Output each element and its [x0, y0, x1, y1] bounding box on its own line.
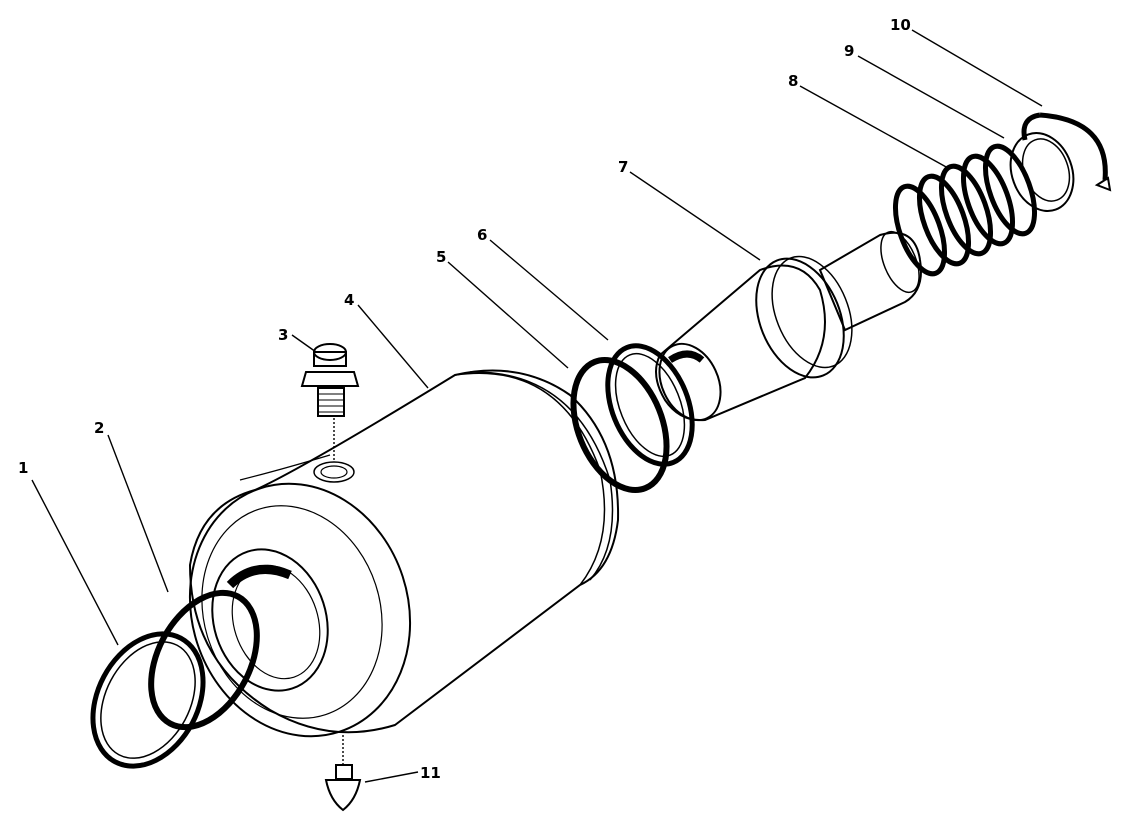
part-7-shaft — [655, 230, 922, 422]
leader-8 — [799, 85, 949, 169]
part-1-retaining-ring — [90, 631, 206, 769]
callout-label-7: 7 — [618, 158, 628, 176]
callout-label-8: 8 — [788, 72, 798, 90]
callout-label-1: 1 — [18, 459, 28, 477]
part-5-snap-ring — [570, 357, 670, 493]
part-11-grease-fitting — [324, 735, 362, 812]
part-3-grease-fitting — [300, 343, 360, 462]
part-10-snap-ring — [1021, 112, 1112, 192]
callout-label-5: 5 — [436, 248, 446, 266]
leader-6 — [489, 239, 609, 341]
callout-label-3: 3 — [278, 326, 288, 344]
leader-1 — [31, 479, 119, 646]
leader-lines — [31, 29, 1043, 783]
callout-labels: 1 2 3 4 5 6 7 8 9 10 11 — [18, 16, 911, 782]
callout-label-4: 4 — [344, 291, 354, 309]
leader-5 — [447, 261, 569, 369]
callout-label-10: 10 — [890, 16, 911, 34]
leader-2 — [107, 434, 169, 593]
part-4-housing — [188, 369, 620, 738]
part-6-washer — [605, 343, 695, 467]
leader-9 — [857, 55, 1005, 139]
part-2-o-ring — [148, 589, 260, 731]
leader-3 — [291, 334, 317, 353]
callout-label-2: 2 — [94, 419, 104, 437]
leader-4 — [357, 304, 429, 389]
leader-7 — [629, 171, 761, 261]
callout-label-11: 11 — [420, 764, 441, 782]
callout-label-9: 9 — [844, 42, 854, 60]
leader-10 — [911, 29, 1043, 107]
callout-label-6: 6 — [477, 226, 487, 244]
leader-11 — [364, 771, 419, 783]
part-9-spring-seat — [1009, 132, 1075, 212]
part-8-spring — [892, 143, 1038, 277]
